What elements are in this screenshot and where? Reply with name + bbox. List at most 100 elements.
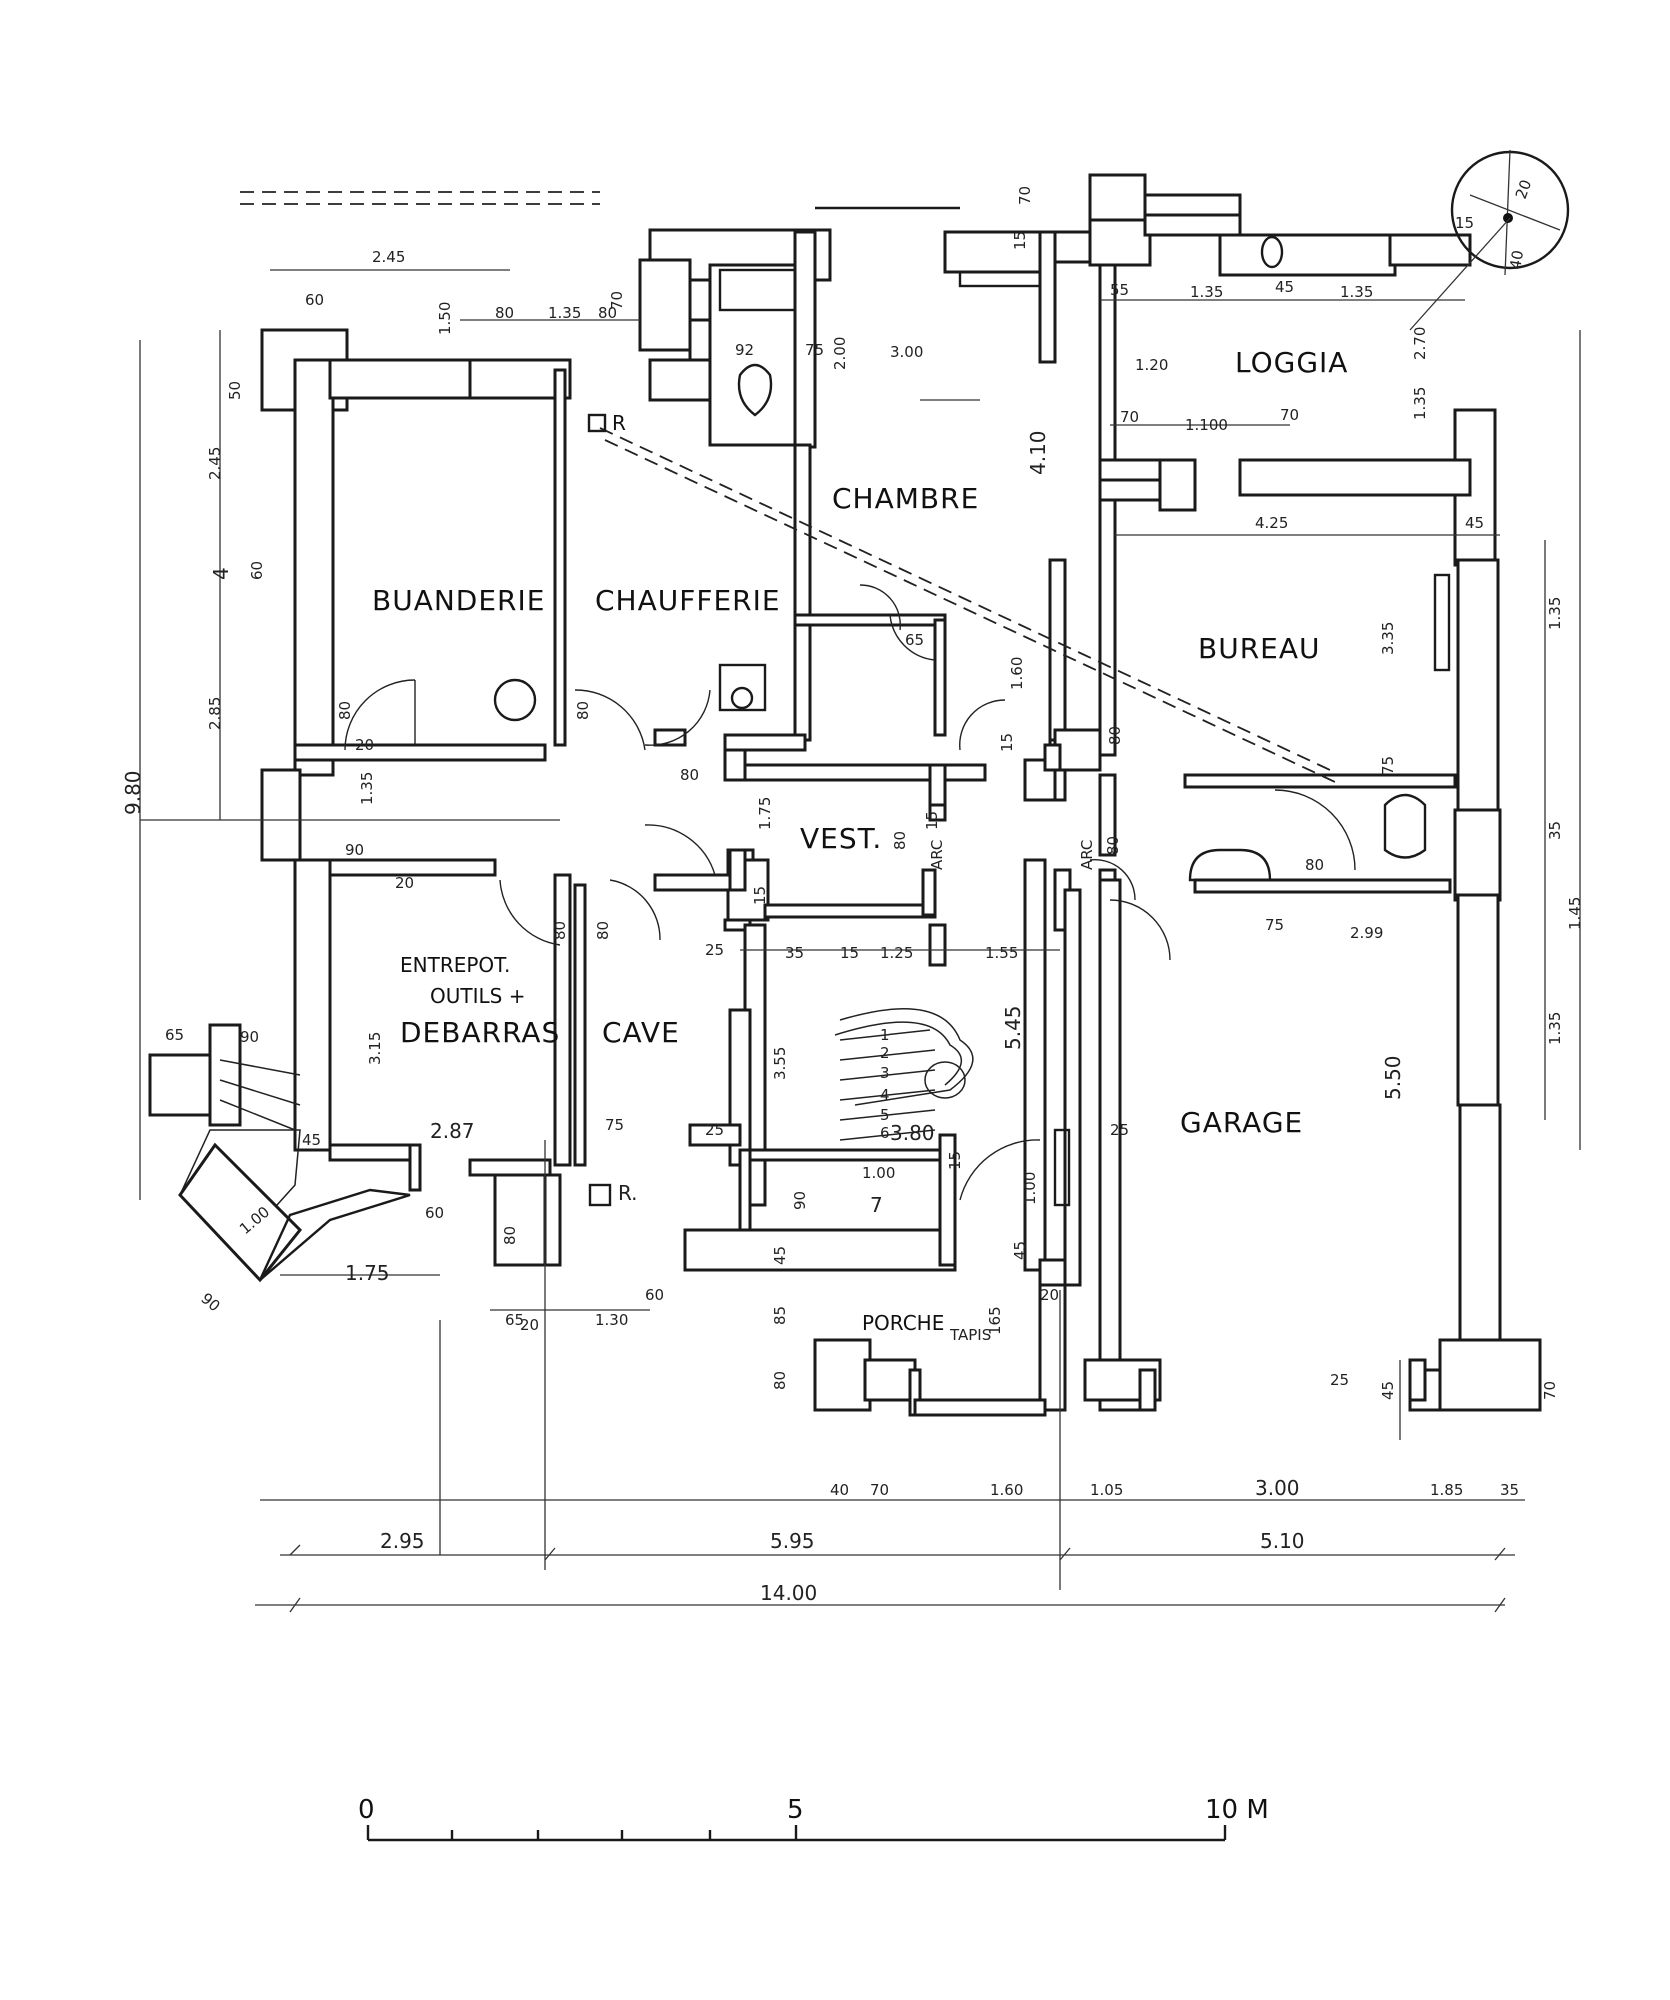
svg-text:7: 7 [870,1193,883,1217]
svg-text:80: 80 [501,1226,519,1245]
svg-text:3.15: 3.15 [366,1032,384,1065]
svg-text:20: 20 [355,736,374,754]
svg-text:1.35: 1.35 [1340,283,1373,301]
heater-garage [1053,1128,1071,1207]
svg-text:5.45: 5.45 [1001,1005,1025,1050]
svg-text:25: 25 [1110,1121,1129,1139]
bathtub [718,268,797,312]
loggia-fixture [1260,235,1284,269]
svg-text:3.80: 3.80 [890,1121,935,1145]
compass-center-dot [1503,213,1513,223]
svg-text:2.85: 2.85 [206,697,224,730]
room-label-chambre: CHAMBRE [832,482,979,515]
heater-chambre [958,270,1042,288]
svg-text:45: 45 [1011,1241,1029,1260]
svg-text:3.00: 3.00 [1255,1476,1300,1500]
svg-text:1.35: 1.35 [1190,283,1223,301]
svg-text:40: 40 [830,1481,849,1499]
svg-text:1: 1 [880,1026,890,1044]
svg-text:60: 60 [425,1204,444,1222]
svg-text:2.99: 2.99 [1350,924,1383,942]
room-label-loggia: LOGGIA [1235,346,1348,379]
svg-text:90: 90 [345,841,364,859]
svg-text:75: 75 [805,341,824,359]
svg-text:1.35: 1.35 [1411,387,1429,420]
svg-text:45: 45 [771,1246,789,1265]
svg-text:80: 80 [574,701,592,720]
svg-text:80: 80 [1305,856,1324,874]
svg-text:60: 60 [248,561,266,580]
marker-r-bottom: R. [618,1181,638,1205]
svg-text:15: 15 [998,733,1016,752]
svg-text:1.50: 1.50 [436,302,454,335]
room-label-debarras: DEBARRAS [400,1016,560,1049]
dimension-labels: 14.00 2.95 5.95 5.10 40 70 1.60 1.05 3.0… [121,186,1584,1605]
room-label-entrepot: ENTREPOT. [400,953,510,977]
fixtures [493,235,1451,1207]
scale-label-10: 10 M [1205,1795,1269,1825]
r-box-top [587,413,607,433]
room-label-vest: VEST. [800,822,882,855]
svg-text:1.00: 1.00 [862,1164,895,1182]
svg-text:3.35: 3.35 [1379,622,1397,655]
svg-text:2: 2 [880,1044,890,1062]
svg-text:75: 75 [1265,916,1284,934]
label-arc-1: ARC [928,840,946,870]
scale-label-0: 0 [358,1795,375,1825]
svg-text:70: 70 [870,1481,889,1499]
svg-text:35: 35 [785,944,804,962]
svg-text:15: 15 [751,886,769,905]
svg-text:5: 5 [880,1106,890,1124]
svg-text:80: 80 [771,1371,789,1390]
r-box-bottom [588,1183,612,1207]
svg-text:80: 80 [551,921,569,940]
svg-text:20: 20 [1512,177,1535,201]
svg-text:50: 50 [226,381,244,400]
svg-text:1.35: 1.35 [1546,597,1564,630]
room-label-porche: PORCHE [862,1311,944,1335]
marker-r-top: R [612,411,626,435]
svg-text:35: 35 [1546,821,1564,840]
svg-text:70: 70 [1541,1381,1559,1400]
svg-text:15: 15 [1011,231,1029,250]
svg-text:70: 70 [1120,408,1139,426]
svg-text:80: 80 [1106,726,1124,745]
svg-text:90: 90 [240,1028,259,1046]
svg-text:2.87: 2.87 [430,1119,475,1143]
svg-text:55: 55 [1110,281,1129,299]
room-label-garage: GARAGE [1180,1106,1303,1139]
svg-text:3.55: 3.55 [771,1047,789,1080]
svg-text:15: 15 [1455,214,1474,232]
svg-text:25: 25 [705,941,724,959]
svg-text:80: 80 [680,766,699,784]
svg-text:15: 15 [840,944,859,962]
dimension-lines [139,269,1581,1613]
svg-text:40: 40 [1506,249,1527,271]
svg-text:2.95: 2.95 [380,1529,425,1553]
room-label-outils: OUTILS + [430,984,525,1008]
svg-text:80: 80 [891,831,909,850]
diagonal-beam-line-1 [599,427,1331,771]
scale-label-5: 5 [787,1795,804,1825]
svg-text:65: 65 [905,631,924,649]
svg-text:45: 45 [302,1131,321,1149]
svg-text:3.00: 3.00 [890,343,923,361]
svg-text:75: 75 [605,1116,624,1134]
svg-text:85: 85 [771,1306,789,1325]
svg-text:2.45: 2.45 [372,248,405,266]
svg-text:1.35: 1.35 [548,304,581,322]
walls [260,173,1542,1417]
svg-text:1.75: 1.75 [345,1261,390,1285]
svg-text:1.60: 1.60 [1008,657,1026,690]
svg-text:5.95: 5.95 [770,1529,815,1553]
svg-text:9.80: 9.80 [121,770,145,815]
exterior-stair [148,1023,411,1283]
svg-text:92: 92 [735,341,754,359]
boiler [718,663,767,712]
boiler-circle [730,686,754,710]
scale-bar: 0 5 10 M [358,1795,1269,1842]
svg-text:14.00: 14.00 [760,1581,817,1605]
svg-text:60: 60 [645,1286,664,1304]
room-label-buanderie: BUANDERIE [372,584,545,617]
